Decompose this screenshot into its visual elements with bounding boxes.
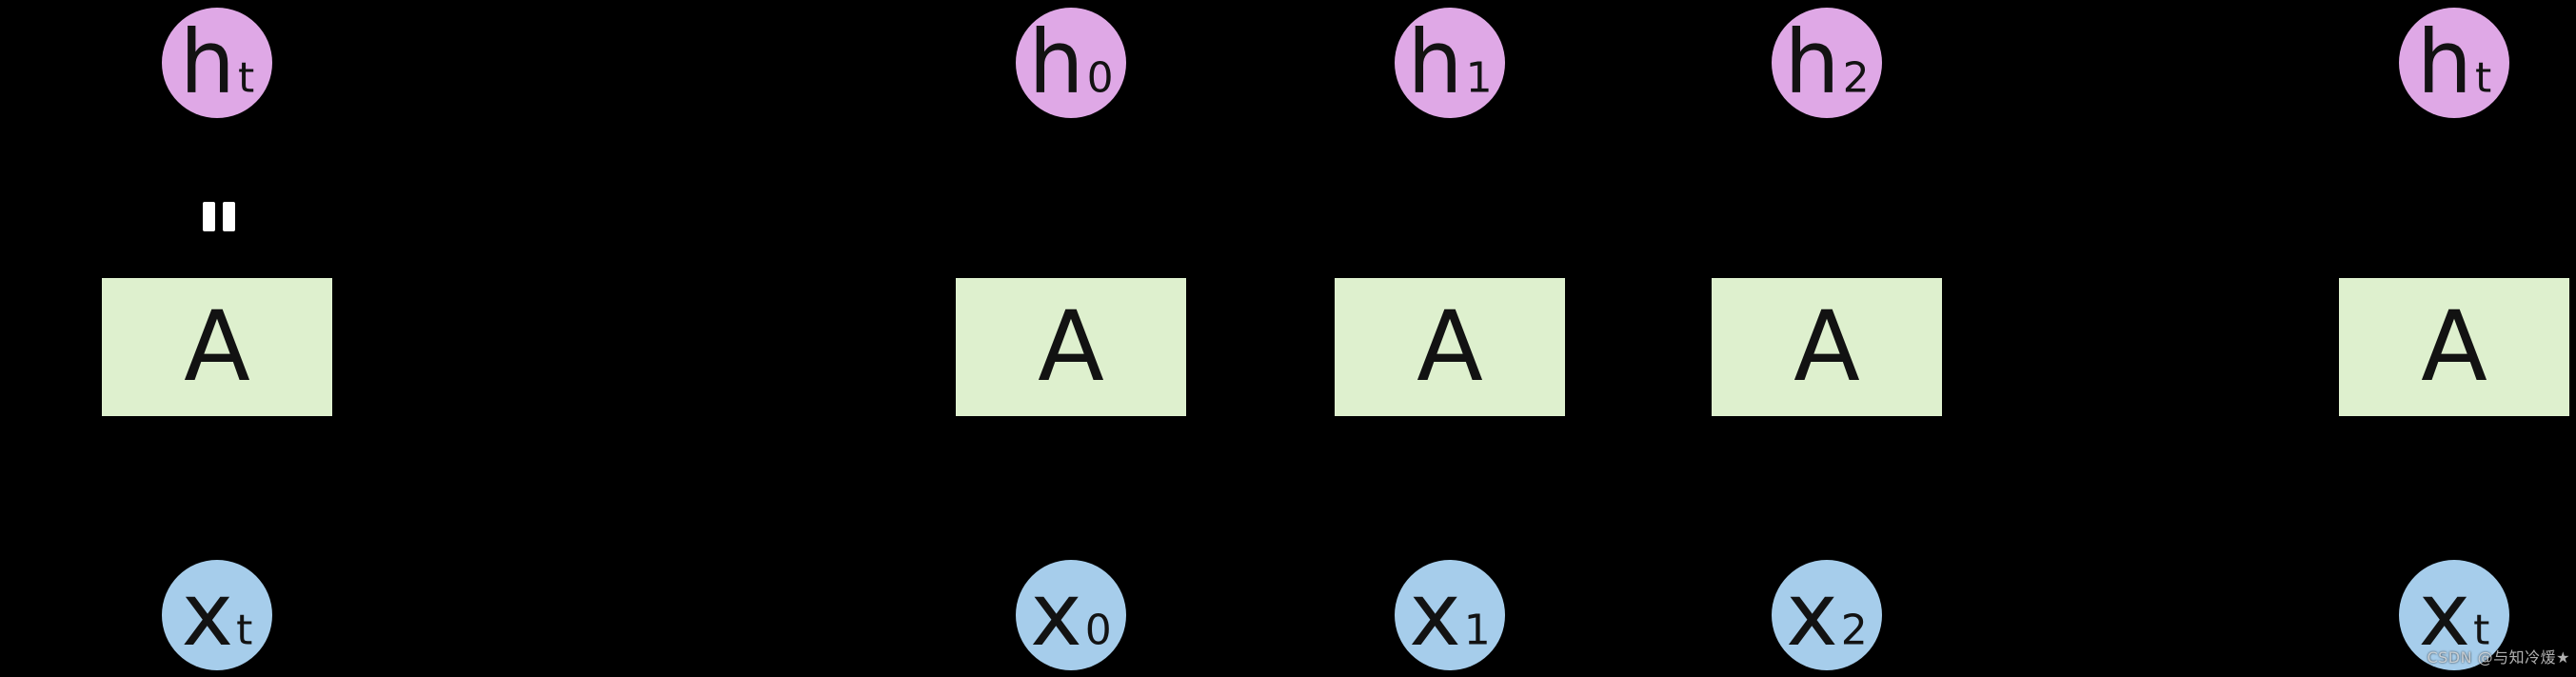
hidden-node-label: h (1784, 11, 1840, 113)
input-node-label: x (181, 564, 234, 666)
rnn-cell-box-0: A (956, 278, 1186, 416)
rnn-cell-box-1: A (1335, 278, 1565, 416)
hidden-node-label: h (179, 11, 236, 113)
csdn-watermark: CSDN @与知冷煖★ (2427, 648, 2570, 667)
cell-label: A (184, 289, 250, 404)
cell-label: A (1417, 289, 1483, 404)
input-node-label: x (1030, 564, 1082, 666)
equals-bar-icon (223, 202, 235, 231)
input-node-subscript: 2 (1840, 606, 1868, 655)
cell-label: A (1793, 289, 1860, 404)
input-node-subscript: 1 (1463, 606, 1491, 655)
rotated-equals-icon (203, 202, 235, 231)
hidden-node-label: h (1028, 11, 1084, 113)
equals-bar-icon (203, 202, 215, 231)
hidden-node-subscript: t (2475, 53, 2492, 103)
hidden-node-subscript: 2 (1842, 53, 1870, 103)
hidden-node-label: h (2416, 11, 2473, 113)
input-node-label: x (1786, 564, 1838, 666)
rnn-cell-box-rolled: A (102, 278, 332, 416)
rnn-cell-box-2: A (1712, 278, 1942, 416)
cell-label: A (1038, 289, 1104, 404)
cell-label: A (2421, 289, 2487, 404)
input-node-label: x (1409, 564, 1461, 666)
input-node-subscript: t (2473, 606, 2490, 655)
hidden-node-subscript: 0 (1086, 53, 1114, 103)
input-node-subscript: t (236, 606, 253, 655)
hidden-node-subscript: t (238, 53, 255, 103)
input-node-label: x (2418, 564, 2471, 666)
hidden-node-subscript: 1 (1465, 53, 1493, 103)
hidden-node-label: h (1407, 11, 1463, 113)
rnn-cell-box-t: A (2339, 278, 2569, 416)
input-node-subscript: 0 (1084, 606, 1112, 655)
